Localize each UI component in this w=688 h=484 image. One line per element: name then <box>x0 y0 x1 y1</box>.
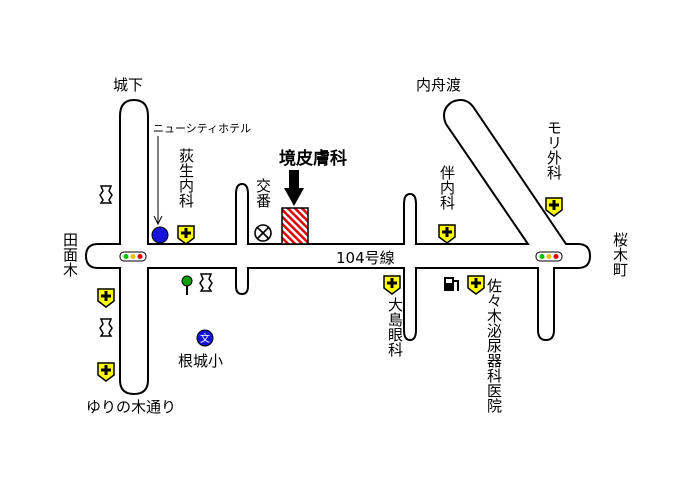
hospital-cross-icon <box>467 275 485 295</box>
hotel-dot-icon <box>151 226 169 244</box>
school-icon: 文 <box>196 329 214 347</box>
route-104-road <box>84 98 592 396</box>
label-new-city-hotel: ニューシティホテル <box>153 122 251 135</box>
hospital-cross-icon <box>545 197 563 217</box>
hospital-cross-icon <box>383 275 401 295</box>
traffic-light-icon <box>119 251 147 262</box>
label-sasaki-hinyoki: 佐々木泌尿器科医院 <box>485 278 503 414</box>
label-sakuragicho: 桜木町 <box>611 232 629 277</box>
label-nejo-sho: 根城小 <box>178 352 223 370</box>
label-shiroshita: 城下 <box>113 76 143 94</box>
label-tamenki: 田面木 <box>61 232 79 277</box>
tree-icon <box>181 275 193 295</box>
label-yurinoki-dori: ゆりの木通り <box>86 398 176 416</box>
label-uchifunato: 内舟渡 <box>416 76 461 94</box>
hospital-cross-icon <box>97 288 115 308</box>
shrine-icon <box>199 273 213 292</box>
police-box-icon <box>254 224 272 242</box>
label-route-104: 104号線 <box>336 249 395 267</box>
label-clinic: 境皮膚科 <box>279 148 347 169</box>
label-oshima-ganka: 大島眼科 <box>386 297 404 357</box>
clinic-building <box>281 207 309 245</box>
label-koban: 交番 <box>254 177 272 208</box>
road-network <box>84 98 592 396</box>
gas-station-icon <box>444 277 459 291</box>
label-morisotoka: モリ外科 <box>545 120 563 180</box>
destination-arrow-icon <box>284 170 304 206</box>
hospital-cross-icon <box>177 225 195 245</box>
traffic-light-icon <box>535 251 563 262</box>
svg-text:文: 文 <box>200 332 210 345</box>
shrine-icon <box>99 185 113 204</box>
hospital-cross-icon <box>97 362 115 382</box>
shrine-icon <box>99 318 113 337</box>
label-hannai-ka: 伴内科 <box>438 165 456 210</box>
label-ogyu-naika: 荻生内科 <box>177 148 195 208</box>
hospital-cross-icon <box>438 224 456 244</box>
